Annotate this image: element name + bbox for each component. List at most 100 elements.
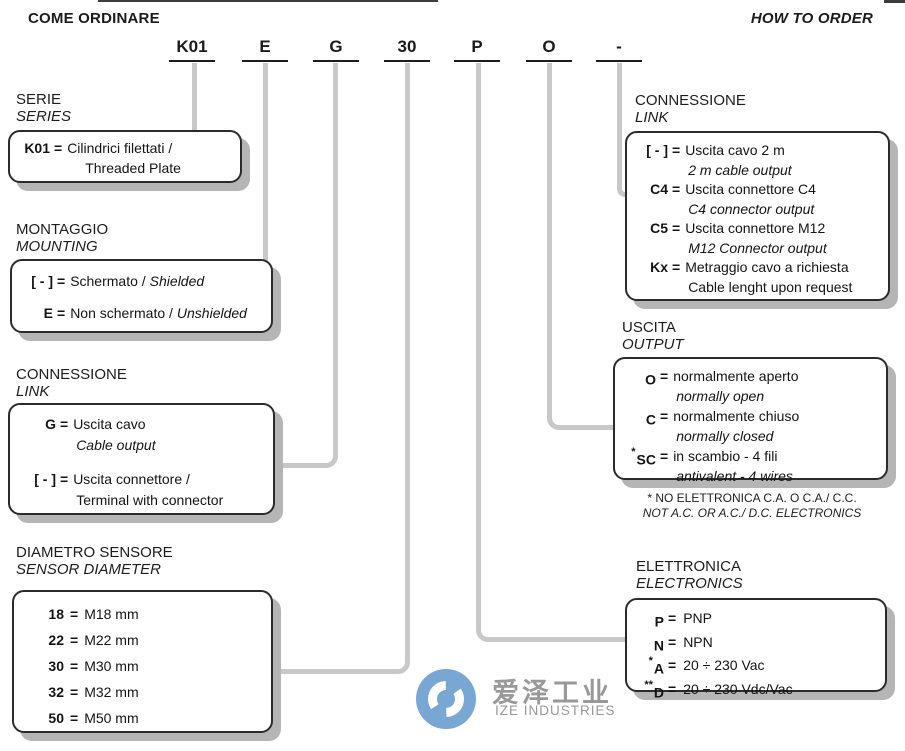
- legend-row: 22 = M22 mm: [40, 627, 263, 653]
- asterisk-mark: **: [644, 678, 653, 691]
- row-key: O: [620, 366, 656, 390]
- connector-line-dash: [617, 63, 629, 197]
- row-key: **D: [632, 679, 664, 703]
- equals-sign: =: [660, 448, 669, 464]
- row-key: C: [620, 406, 656, 430]
- diametro-legend-box: 18 = M18 mm 22 = M22 mm 30 = M30 mm 32 =…: [12, 590, 273, 733]
- row-text: Uscita connettore C4 C4 connector output: [685, 180, 816, 219]
- montaggio-heading-en: MOUNTING: [16, 237, 98, 255]
- row-text-roman: Non schermato /: [70, 305, 173, 321]
- diametro-heading-en: SENSOR DIAMETER: [16, 560, 162, 578]
- row-line1: Uscita connettore C4: [685, 181, 816, 197]
- equals-sign: =: [672, 220, 681, 236]
- uscita-heading-en: OUTPUT: [622, 335, 684, 353]
- equals-sign: =: [660, 368, 669, 384]
- equals-sign: =: [70, 606, 79, 622]
- montaggio-legend-box: [ - ] = Schermato /Shielded E = Non sche…: [10, 259, 273, 333]
- row-value: 20 ÷ 230 Vac: [683, 657, 765, 674]
- equals-sign: =: [660, 408, 669, 424]
- serie-heading: SERIE SERIES: [16, 91, 71, 125]
- legend-row: P = PNP: [632, 608, 880, 632]
- footnote-line-en: NOT A.C. OR A.C./ D.C. ELECTRONICS: [642, 505, 862, 520]
- equals-sign: =: [672, 259, 681, 275]
- equals-sign: =: [672, 181, 681, 197]
- legend-row: [ - ] = Schermato /Shielded: [17, 271, 266, 291]
- legend-row: E = Non schermato /Unshielded: [17, 303, 266, 323]
- connector-line-p: [476, 63, 629, 642]
- connessione-left-heading-en: LINK: [16, 382, 50, 400]
- row-key: 30: [48, 658, 64, 674]
- montaggio-heading: MONTAGGIO MOUNTING: [16, 221, 109, 255]
- row-text-roman: Schermato /: [70, 273, 146, 289]
- row-key: N: [632, 632, 664, 656]
- code-segment-diameter: 30: [384, 35, 430, 62]
- equals-sign: =: [54, 140, 63, 156]
- legend-row: 50 = M50 mm: [40, 705, 263, 731]
- equals-sign: =: [57, 273, 66, 289]
- row-text: normalmente chiuso normally closed: [673, 406, 799, 446]
- row-key: [ - ]: [31, 273, 53, 289]
- page-title-english: HOW TO ORDER: [750, 10, 873, 27]
- row-line2: normally closed: [676, 428, 774, 444]
- montaggio-heading-it: MONTAGGIO: [16, 221, 109, 238]
- row-text-italic: Unshielded: [176, 305, 247, 321]
- asterisk-mark: *: [631, 446, 636, 458]
- connector-line-e: [263, 63, 268, 261]
- row-key-letter: N: [653, 637, 664, 654]
- code-segment-series: K01: [169, 35, 215, 62]
- diametro-heading-it: DIAMETRO SENSORE: [16, 544, 173, 561]
- legend-row: 32 = M32 mm: [40, 679, 263, 705]
- connector-line-k01: [192, 63, 197, 133]
- row-key: C4: [650, 181, 668, 197]
- code-segment-cable: -: [596, 35, 642, 62]
- row-line2: antivalent - 4 wires: [676, 468, 793, 484]
- code-segment-output: O: [526, 35, 572, 62]
- legend-row: C5 = Uscita connettore M12 M12 Connector…: [632, 219, 883, 258]
- row-text: Uscita connettore / Terminal with connec…: [73, 469, 223, 511]
- row-line1: normalmente chiuso: [673, 408, 800, 424]
- legend-row: *A = 20 ÷ 230 Vac: [632, 655, 880, 679]
- diametro-heading: DIAMETRO SENSORE SENSOR DIAMETER: [16, 544, 173, 578]
- equals-sign: =: [70, 684, 79, 700]
- legend-row: O = normalmente aperto normally open: [620, 366, 881, 406]
- row-text: Metraggio cavo a richiesta Cable lenght …: [685, 258, 852, 297]
- row-value: PNP: [683, 610, 712, 626]
- row-key: 18: [48, 606, 64, 622]
- row-key: E: [43, 305, 53, 321]
- row-key: Kx: [650, 259, 668, 275]
- row-key-letter: D: [653, 684, 664, 701]
- row-line1: Uscita cavo: [73, 416, 146, 432]
- code-segment-link: G: [313, 35, 359, 62]
- uscita-footnote: * NO ELETTRONICA C.A. O C.A./ C.C. NOT A…: [612, 491, 892, 520]
- uscita-heading-it: USCITA: [622, 319, 676, 336]
- row-key: 50: [48, 710, 64, 726]
- equals-sign: =: [70, 710, 79, 726]
- page-edge-artifact: [98, 0, 438, 2]
- equals-sign: =: [668, 657, 677, 674]
- row-text: in scambio - 4 fili antivalent - 4 wires: [673, 446, 793, 486]
- elettronica-heading-en: ELECTRONICS: [636, 574, 743, 592]
- uscita-legend-box: O = normalmente aperto normally open C =…: [613, 357, 888, 484]
- row-line1: normalmente aperto: [673, 368, 799, 384]
- row-text: Uscita connettore M12 M12 Connector outp…: [685, 219, 827, 258]
- legend-row: G = Uscita cavo Cable output: [18, 414, 265, 456]
- legend-row: *SC = in scambio - 4 fili antivalent - 4…: [620, 446, 881, 486]
- connector-line-o: [547, 63, 617, 430]
- connessione-right-heading-en: LINK: [635, 108, 669, 126]
- legend-row: C = normalmente chiuso normally closed: [620, 406, 881, 446]
- equals-sign: =: [57, 305, 66, 321]
- legend-row: 18 = M18 mm: [40, 601, 263, 627]
- row-value: M30 mm: [84, 658, 139, 674]
- elettronica-heading-it: ELETTRONICA: [636, 558, 742, 575]
- row-key: C5: [650, 220, 668, 236]
- serie-heading-it: SERIE: [16, 91, 62, 108]
- row-line1: Uscita connettore M12: [685, 220, 826, 236]
- legend-row: [ - ] = Uscita cavo 2 m 2 m cable output: [632, 141, 883, 180]
- row-text-italic: Shielded: [149, 273, 205, 289]
- connessione-right-heading: CONNESSIONE LINK: [635, 92, 746, 126]
- row-key: [ - ]: [34, 471, 56, 487]
- row-value: M50 mm: [84, 710, 139, 726]
- row-value: M22 mm: [84, 632, 139, 648]
- equals-sign: =: [672, 142, 681, 158]
- legend-row: Kx = Metraggio cavo a richiesta Cable le…: [632, 258, 883, 297]
